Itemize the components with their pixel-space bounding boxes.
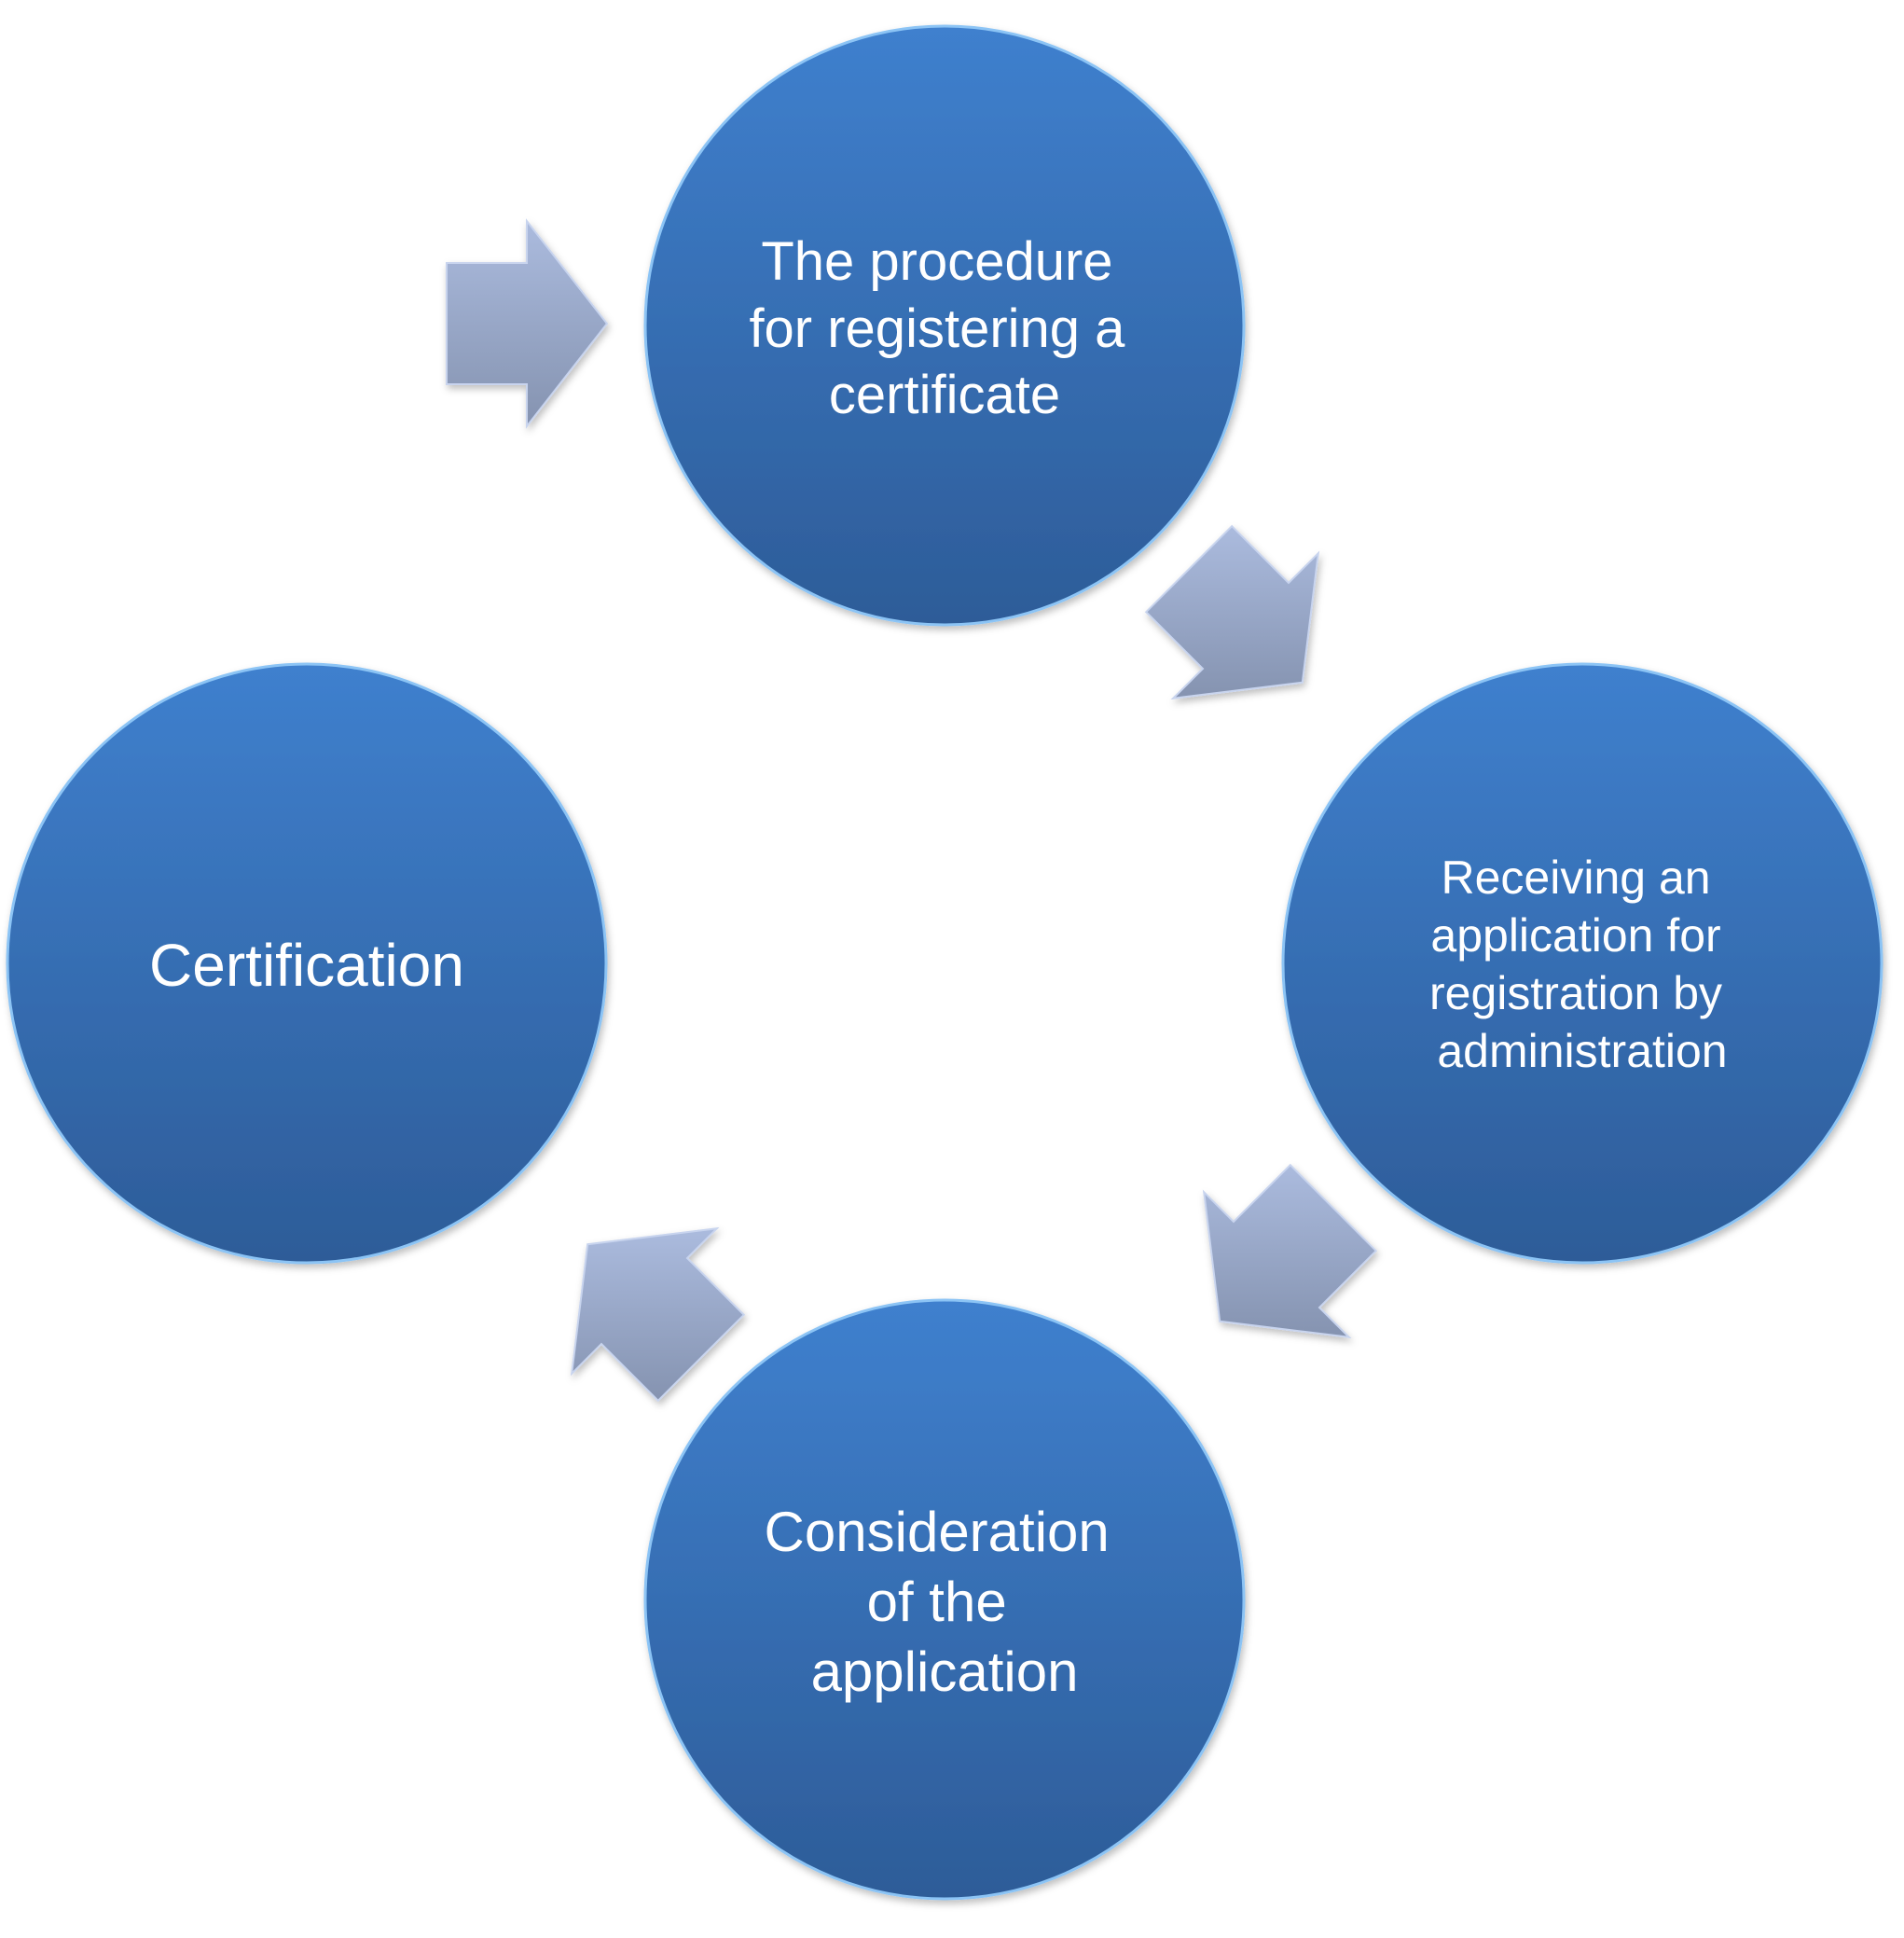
step-label: The procedure for registering a certific…	[749, 231, 1139, 425]
step-circle-receiving: Receiving an application for registratio…	[1281, 662, 1883, 1265]
step-circle-certification: Certification	[6, 662, 608, 1265]
arrow-down-right-icon	[1144, 524, 1320, 700]
step-label: Receiving an application for registratio…	[1429, 851, 1735, 1077]
step-circle-procedure: The procedure for registering a certific…	[643, 24, 1246, 627]
step-label: Certification	[149, 932, 464, 999]
step-label: Consideration of the application	[765, 1501, 1125, 1703]
arrow-right-icon	[446, 218, 609, 429]
step-circle-consideration: Consideration of the application	[643, 1298, 1246, 1901]
arrow-up-left-icon	[570, 1226, 746, 1403]
arrow-down-left-icon	[1202, 1163, 1378, 1339]
